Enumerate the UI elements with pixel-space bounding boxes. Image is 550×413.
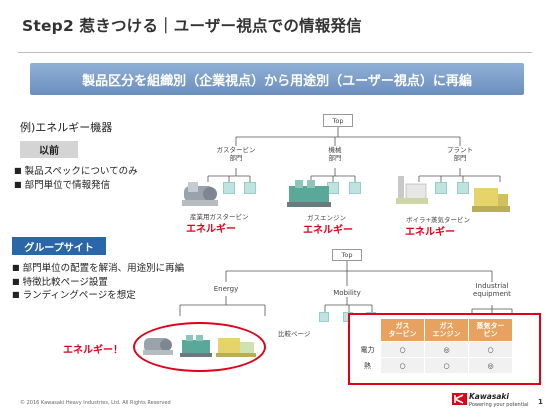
table-row: 電力 ○ ◎ ○ bbox=[354, 341, 513, 358]
tree-leaf bbox=[244, 182, 256, 194]
tree-leaf bbox=[349, 182, 361, 194]
table-corner bbox=[354, 318, 381, 342]
slide-title: Step2 惹きつける｜ユーザー視点での情報発信 bbox=[22, 17, 362, 35]
brand-name: Kawasaki bbox=[469, 392, 509, 401]
before-bullet-list: 製品スペックについてのみ 部門単位で情報発信 bbox=[14, 165, 138, 192]
tree-leaf bbox=[435, 182, 447, 194]
gas-engine-illustration bbox=[287, 180, 331, 207]
table-column-header: ガス タービン bbox=[380, 318, 425, 342]
tree-node-dept: プラント 部門 bbox=[447, 146, 473, 162]
energy-products-highlight bbox=[133, 322, 266, 372]
table-cell: ◎ bbox=[424, 341, 469, 358]
energy-callout: エネルギー！ bbox=[63, 345, 123, 356]
table-column-header: 蒸気ター ビン bbox=[468, 318, 513, 342]
example-label: 例)エネルギー機器 bbox=[20, 121, 113, 134]
bullet-item: 部門単位で情報発信 bbox=[14, 179, 138, 193]
tree-node-dept: ガスタービン 部門 bbox=[216, 146, 256, 162]
table-cell: ◎ bbox=[468, 357, 513, 374]
gas-turbine-illustration bbox=[182, 182, 218, 206]
comparison-table: ガス タービン ガス エンジン 蒸気ター ビン 電力 ○ ◎ ○ 熱 ○ ○ ◎ bbox=[354, 318, 513, 374]
row-label: 熱 bbox=[354, 357, 381, 374]
compare-page-label: 比較ページ bbox=[278, 330, 311, 338]
tree-node-category: Industrial equipment bbox=[473, 282, 511, 298]
tree-leaf bbox=[223, 182, 235, 194]
table-row: 熱 ○ ○ ◎ bbox=[354, 357, 513, 374]
bullet-item: 部門単位の配置を解消、用途別に再編 bbox=[12, 262, 185, 276]
before-tag: 以前 bbox=[20, 141, 78, 158]
tree-node-category: Mobility bbox=[333, 289, 361, 297]
tree-leaf bbox=[319, 312, 329, 322]
plant-illustration bbox=[472, 188, 510, 212]
energy-label: エネルギー bbox=[405, 227, 455, 238]
tree-leaf bbox=[457, 182, 469, 194]
bullet-item: 特徴比較ページ設置 bbox=[12, 276, 184, 290]
table-cell: ○ bbox=[380, 357, 425, 374]
boiler-turbine-illustration bbox=[396, 176, 428, 204]
energy-label: エネルギー bbox=[186, 224, 236, 235]
kawasaki-logo-icon bbox=[452, 393, 467, 405]
title-divider bbox=[18, 52, 532, 53]
tree-node-category: Energy bbox=[213, 285, 239, 293]
table-cell: ○ bbox=[424, 357, 469, 374]
product-caption: ガスエンジン bbox=[307, 214, 346, 222]
bullet-item: ランディングページを想定 bbox=[12, 289, 184, 303]
headline-banner: 製品区分を組織別（企業視点）から用途別（ユーザー視点）に再編 bbox=[30, 63, 524, 95]
kawasaki-logo: Kawasaki Powering your potential bbox=[452, 392, 532, 412]
table-cell: ○ bbox=[380, 341, 425, 358]
tree-node-top: Top bbox=[332, 249, 362, 261]
product-caption: 産業用ガスタービン bbox=[190, 213, 249, 221]
row-label: 電力 bbox=[354, 341, 381, 358]
tree-node-dept: 機械 部門 bbox=[328, 146, 342, 162]
table-column-header: ガス エンジン bbox=[424, 318, 469, 342]
group-site-tag: グループサイト bbox=[12, 237, 106, 255]
table-cell: ○ bbox=[468, 341, 513, 358]
tree-node-top: Top bbox=[323, 114, 353, 127]
page-number: 1 bbox=[538, 398, 543, 406]
bullet-item: 製品スペックについてのみ bbox=[14, 165, 138, 179]
brand-tagline: Powering your potential bbox=[469, 402, 529, 408]
copyright-notice: © 2016 Kawasaki Heavy Industries, Ltd. A… bbox=[20, 400, 171, 406]
energy-label: エネルギー bbox=[303, 225, 353, 236]
product-caption: ボイラ+蒸気タービン bbox=[406, 216, 470, 224]
energy-products-illustration bbox=[143, 335, 256, 357]
group-bullet-list: 部門単位の配置を解消、用途別に再編 特徴比較ページ設置 ランディングページを想定 bbox=[12, 262, 185, 303]
